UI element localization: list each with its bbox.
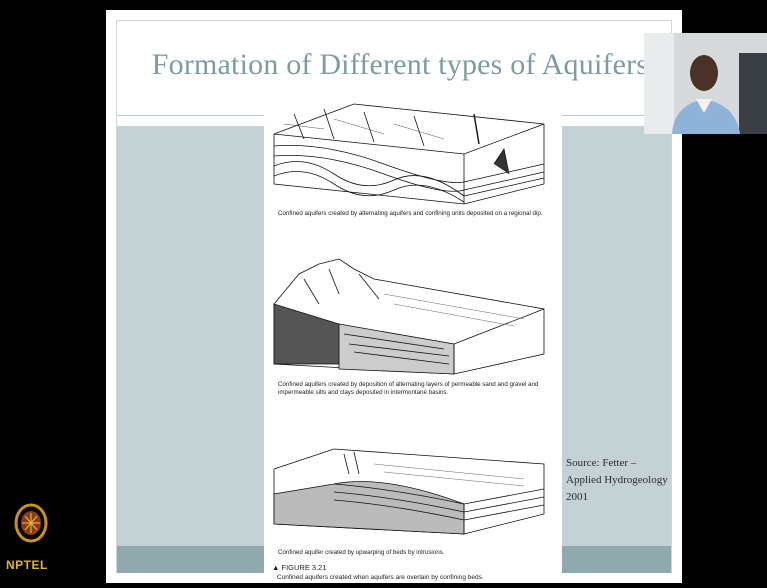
aquifer-figure (264, 94, 562, 583)
title-divider-left (117, 115, 264, 116)
figure-caption: Confined aquifers created when aquifers … (277, 574, 484, 581)
source-line-3: 2001 (566, 489, 671, 506)
source-citation: Source: Fetter – Applied Hydrogeology 20… (566, 455, 671, 506)
diagram-upwarping (274, 449, 544, 534)
caption-1: Confined aquifers created by alternating… (278, 210, 543, 218)
figure-label: ▲ FIGURE 3.21 (272, 563, 327, 572)
diagram-intermontane-basin (274, 259, 544, 374)
presenter-webcam (644, 33, 767, 134)
nptel-logo-text: NPTEL (6, 558, 48, 572)
source-line-2: Applied Hydrogeology (566, 472, 671, 489)
caption-2b: impermeable silts and clays deposited in… (278, 389, 448, 397)
aquifer-diagrams-svg (264, 94, 562, 583)
left-panel (117, 126, 264, 546)
diagram-regional-dip (274, 104, 544, 204)
nptel-logo-icon (13, 503, 49, 553)
caption-2a: Confined aquifers created by deposition … (278, 381, 538, 389)
caption-3: Confined aquifer created by upwarping of… (278, 549, 444, 557)
presenter-video-icon (644, 33, 767, 134)
source-line-1: Source: Fetter – (566, 455, 671, 472)
slide-title: Formation of Different types of Aquifers (150, 48, 650, 82)
